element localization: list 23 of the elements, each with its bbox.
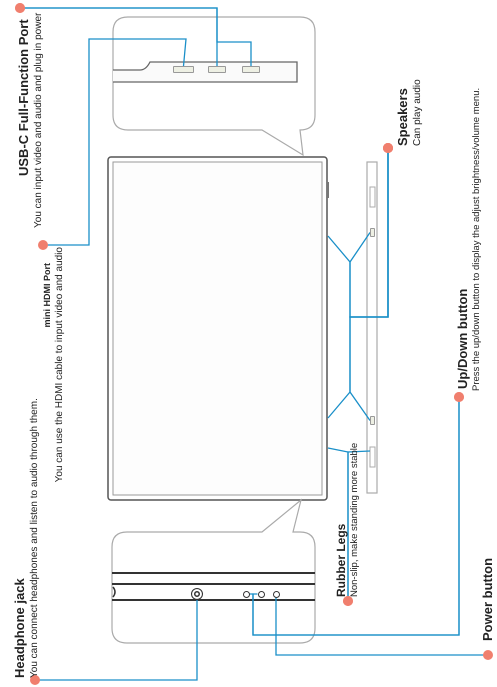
callout-description: Non-slip, make standing more stable	[349, 442, 361, 597]
callout-title: Rubber Legs	[333, 524, 349, 597]
speaker-grille	[370, 228, 375, 237]
leader-line	[328, 143, 393, 418]
callout-title: Speakers	[394, 88, 411, 146]
usb-c-port	[208, 66, 226, 73]
callout-description: Press the up/down button to display the adjust brightness/volume menu.	[471, 88, 483, 391]
callout-title: Power button	[479, 558, 496, 641]
leader-line	[343, 450, 370, 606]
speaker-grille	[370, 416, 375, 425]
callout-title: Headphone jack	[11, 578, 28, 678]
leader-line	[38, 38, 187, 250]
callout-description: You can use the HDMI cable to input video and audio	[53, 247, 66, 482]
callout-title: mini HDMI Port	[41, 263, 53, 328]
callout-description: Can play audio	[411, 79, 424, 146]
usb-c-port	[242, 66, 260, 73]
leader-line	[275, 598, 493, 660]
callout-title: Up/Down button	[454, 288, 471, 389]
callout-description: You can input video and audio and plug in power	[32, 12, 45, 228]
hdmi-port	[173, 66, 194, 73]
callout-description: You can connect headphones and listen to audio through them.	[28, 398, 41, 678]
leader-line	[30, 600, 198, 685]
callout-title: USB-C Full-Function Port	[15, 19, 32, 176]
